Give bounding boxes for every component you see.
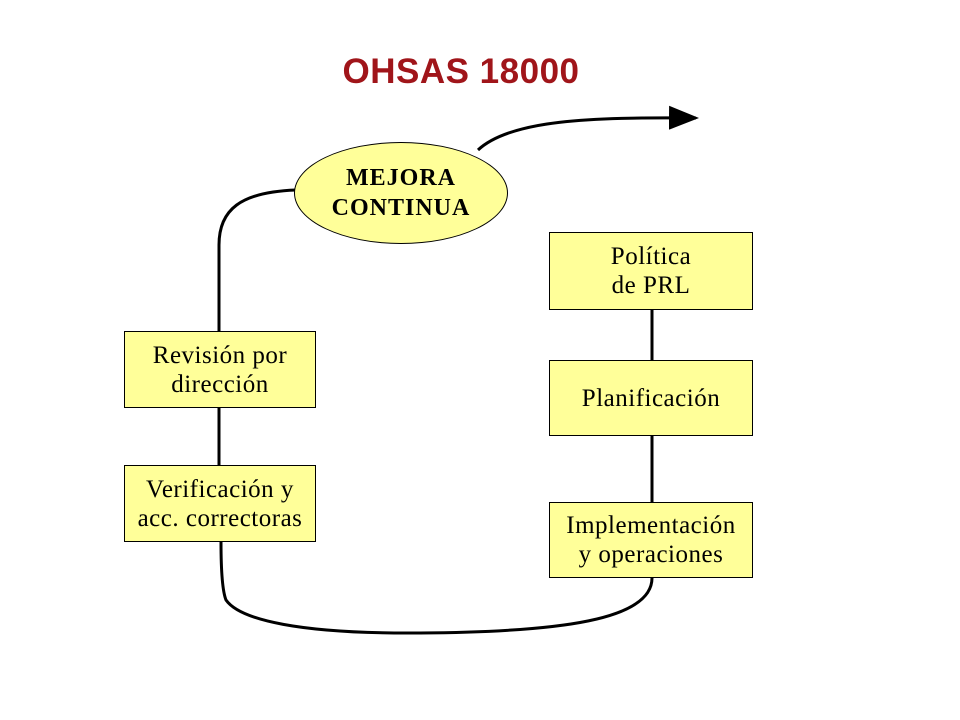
node-implementacion: Implementación y operaciones (549, 502, 753, 578)
node-politica-label: Política de PRL (610, 243, 692, 299)
connector-revision-mejora (217, 188, 297, 331)
node-mejora-continua-label: MEJORA CONTINUA (331, 165, 471, 221)
node-politica: Política de PRL (549, 232, 753, 310)
node-planificacion-label: Planificación (581, 384, 721, 412)
node-verificacion-label: Verificación y acc. correctoras (137, 475, 303, 532)
continuous-improvement-arrow (476, 105, 699, 152)
diagram-title: OHSAS 18000 (342, 52, 580, 91)
node-planificacion: Planificación (549, 360, 753, 436)
node-implementacion-label: Implementación y operaciones (566, 512, 736, 568)
node-mejora-continua: MEJORA CONTINUA (294, 142, 508, 244)
connector-implementacion-verificacion (219, 541, 654, 635)
node-revision: Revisión por dirección (124, 331, 316, 408)
node-revision-label: Revisión por dirección (152, 341, 288, 398)
node-verificacion: Verificación y acc. correctoras (124, 465, 316, 542)
